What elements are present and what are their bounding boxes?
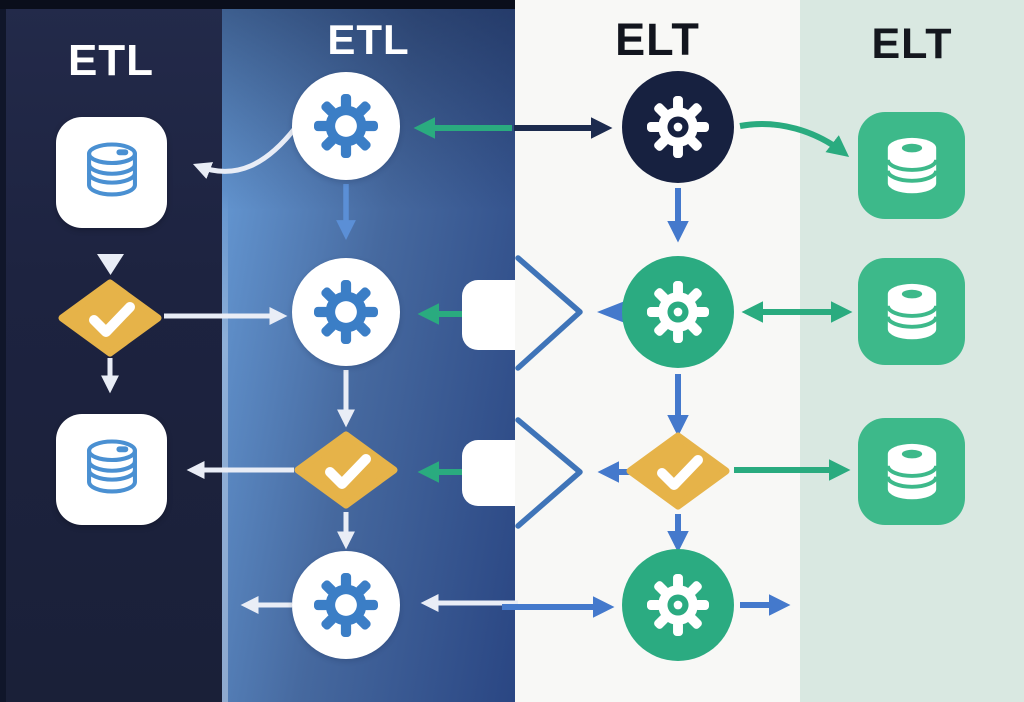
chevron-row2-icon (515, 255, 583, 371)
database-icon (873, 433, 951, 511)
column-title-elt-warehouse: ELT (871, 20, 953, 68)
arrow-col3-gear1-to-col4-db1 (739, 121, 850, 158)
gear-icon (314, 573, 378, 637)
checkmark-diamond-icon (58, 279, 162, 357)
database-icon (873, 127, 951, 205)
etl-process-node-3 (292, 551, 400, 659)
etl-process-node-2 (292, 258, 400, 366)
source-database-node (56, 117, 167, 228)
column-title-elt-pipeline: ELT (615, 14, 700, 65)
arrow-col2-gear1-to-col1-db1 (192, 114, 307, 179)
col1-check-diamond-node (58, 279, 162, 357)
gear-icon (647, 574, 709, 636)
warehouse-database-node-3 (858, 418, 965, 525)
warehouse-database-node-2 (858, 258, 965, 365)
gear-icon (647, 281, 709, 343)
etl-check-diamond-node (294, 431, 398, 509)
elt-process-node-2 (622, 256, 734, 368)
checkmark-diamond-icon (626, 432, 730, 510)
gear-icon (314, 280, 378, 344)
etl-process-node-1 (292, 72, 400, 180)
elt-check-diamond-node (626, 432, 730, 510)
database-icon (873, 273, 951, 351)
elt-process-node-1 (622, 71, 734, 183)
arrowhead-row2-reverse (597, 299, 630, 325)
database-icon (75, 136, 149, 210)
gear-icon (314, 94, 378, 158)
column-title-etl-source: ETL (67, 36, 155, 85)
target-database-node (56, 414, 167, 525)
database-icon (75, 433, 149, 507)
column-title-etl-pipeline: ETL (327, 16, 410, 63)
connector-tab-row2 (462, 280, 515, 350)
top-border (0, 0, 515, 9)
elt-process-node-3 (622, 549, 734, 661)
column-etl-pipeline-highlight-edge (222, 190, 228, 702)
warehouse-database-node-1 (858, 112, 965, 219)
arrowhead-col1-db1-to-diamond (97, 254, 124, 275)
gear-icon (647, 96, 709, 158)
chevron-row3-icon (515, 417, 583, 529)
checkmark-diamond-icon (294, 431, 398, 509)
connector-tab-row3 (462, 440, 515, 506)
